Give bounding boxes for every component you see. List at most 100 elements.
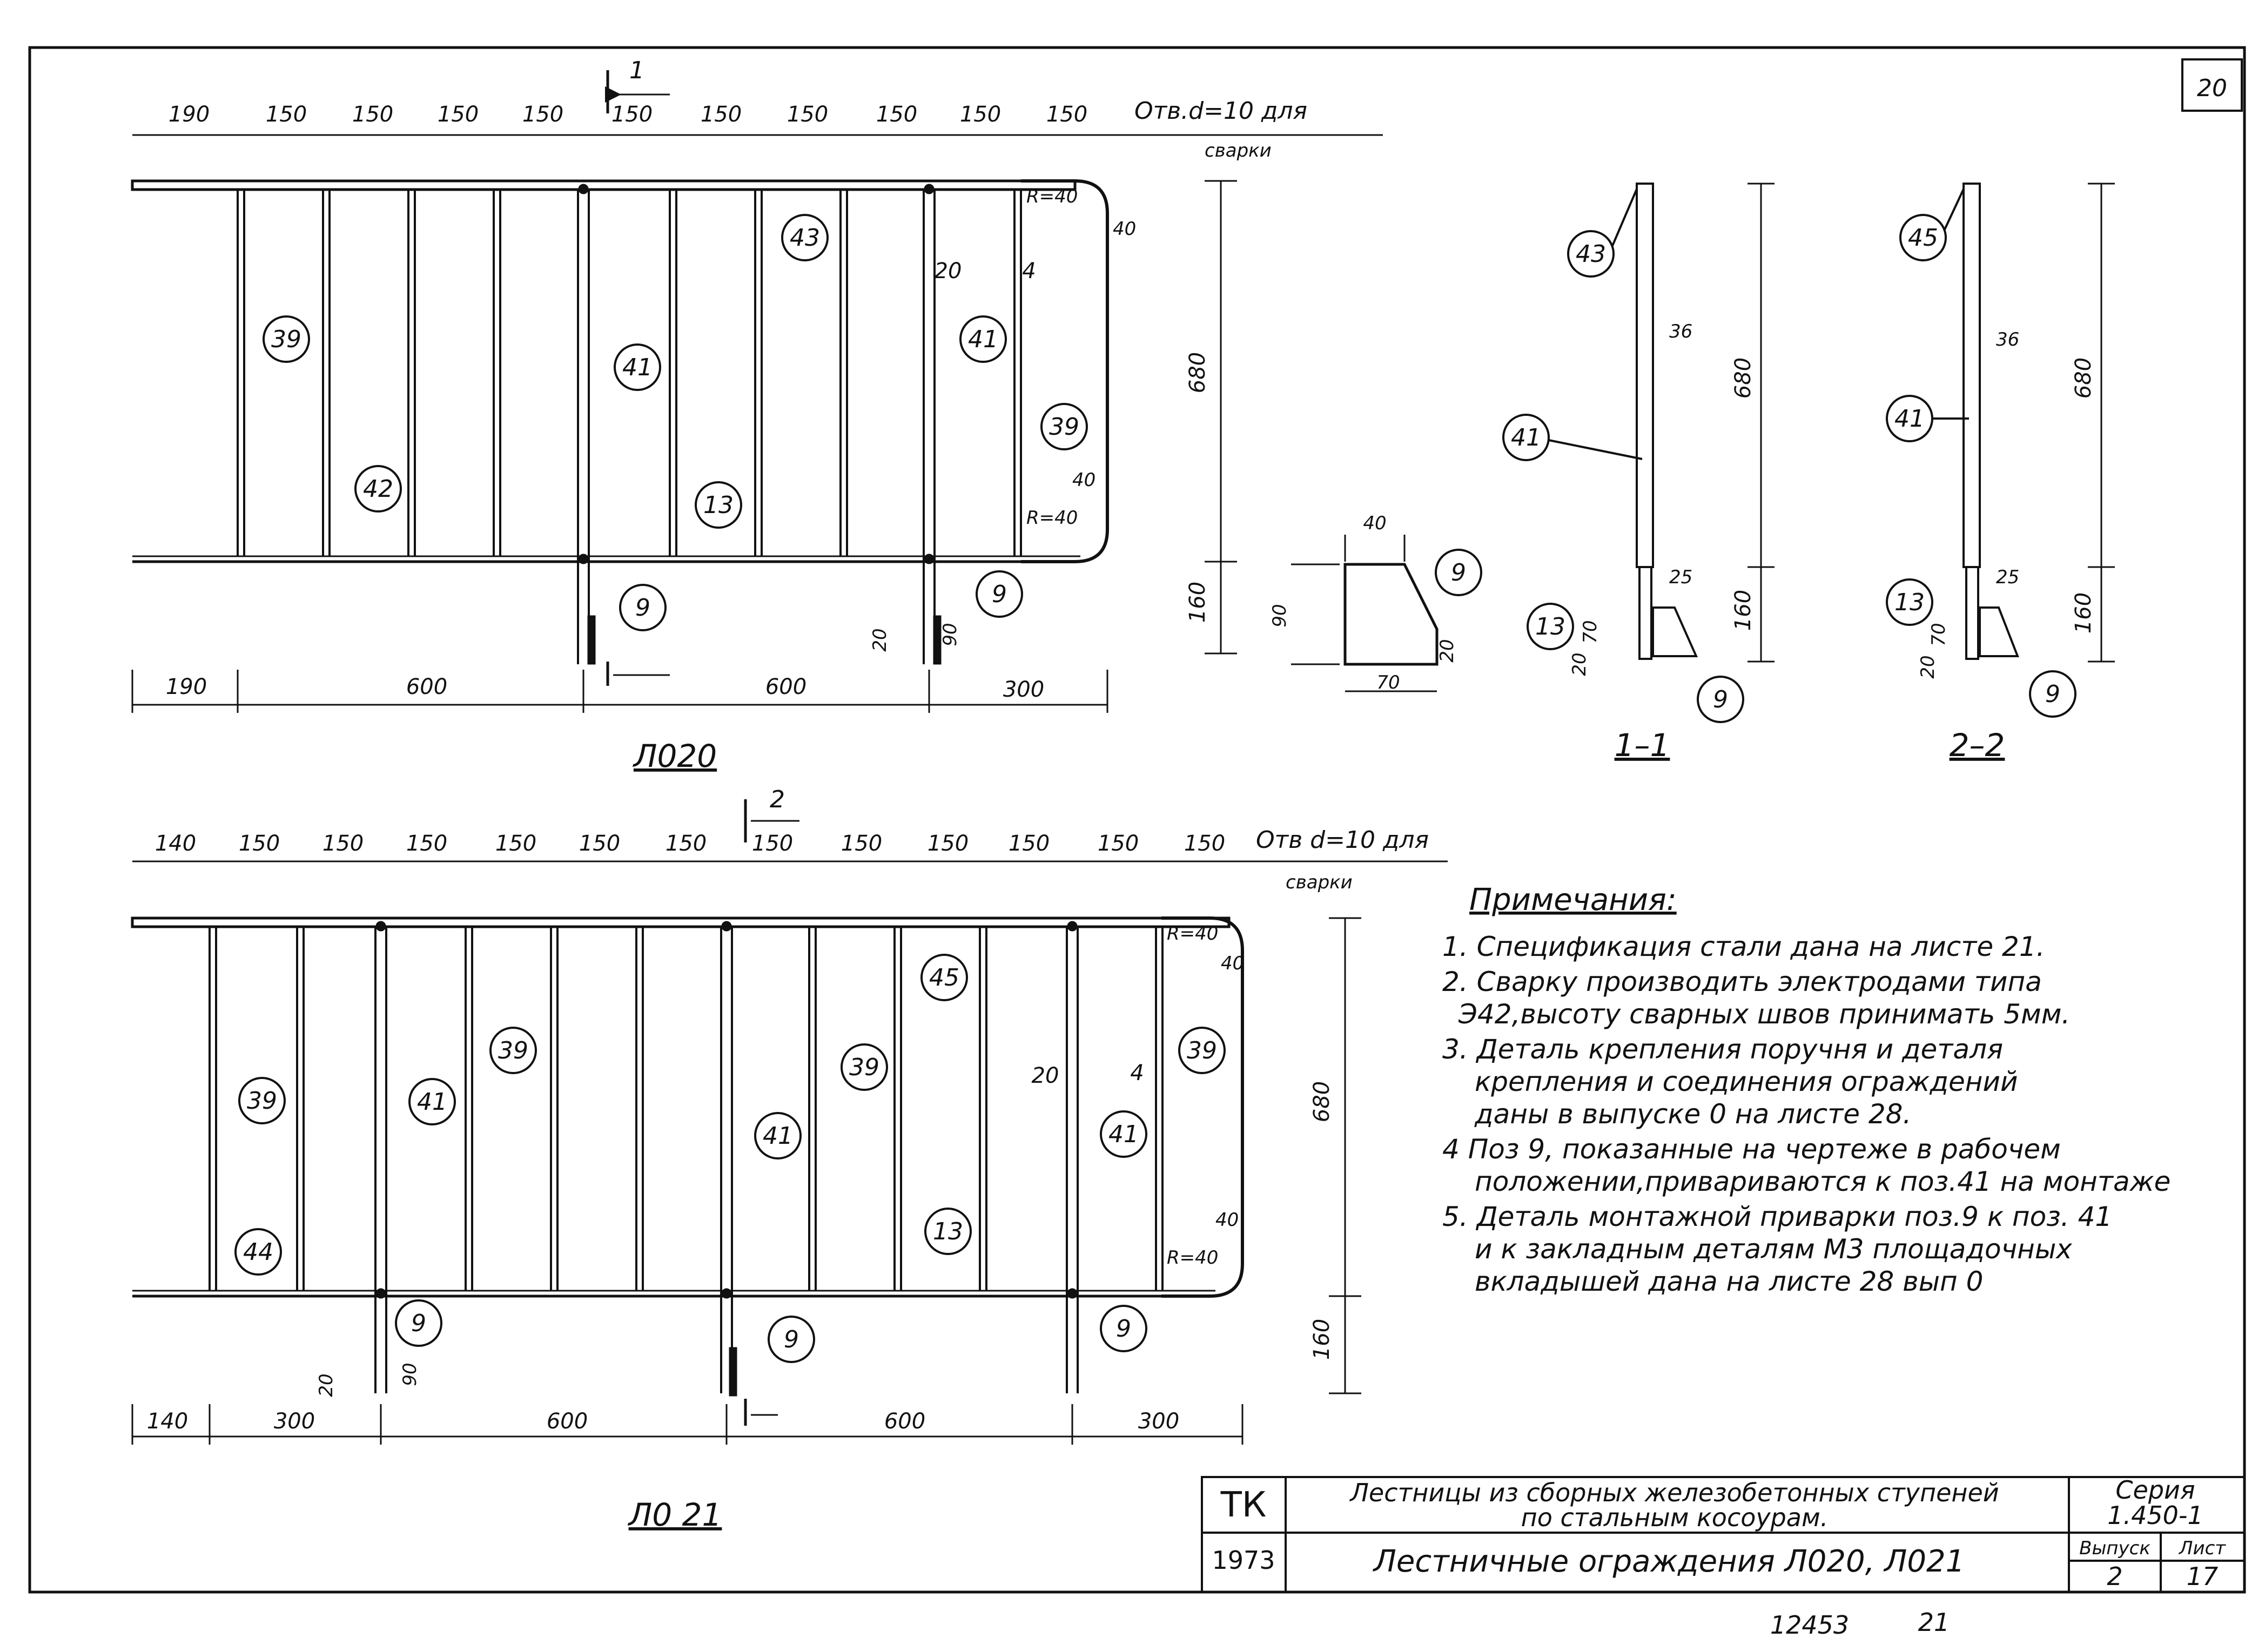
- l021-bottom-dim: 300: [274, 1409, 315, 1434]
- callout-39: 39: [271, 326, 301, 353]
- detail-9-dim: 40: [1363, 513, 1386, 534]
- tb-series-label: Серия: [2115, 1475, 2195, 1505]
- l021-dim: 150: [239, 831, 280, 856]
- callout-13: 13: [703, 491, 734, 519]
- l020-bottom-dim: 300: [1003, 677, 1044, 702]
- l020-section-mark: 1: [629, 57, 644, 84]
- l020-dim: 150: [876, 102, 917, 127]
- detail-9: [1291, 535, 1482, 692]
- tb-subtitle: Лестничные ограждения Л020, Л021: [1373, 1544, 1965, 1579]
- callout-13: 13: [933, 1218, 963, 1245]
- l021-dim: 150: [752, 831, 793, 856]
- l021-other-dims: 680 160 140 300 600 600 300 20 4 R=40 40…: [147, 923, 1334, 1434]
- sheet-frame: [28, 46, 2246, 1594]
- section-2-dim: 70: [1928, 623, 1950, 646]
- callout-9: 9: [992, 581, 1007, 608]
- l020-bottom-dim: 600: [765, 675, 806, 699]
- section-1-dim: 25: [1669, 567, 1692, 588]
- callout-13: 13: [1535, 613, 1565, 640]
- section-2-dim: 160: [2071, 592, 2096, 633]
- l020-rail-end: [1021, 179, 1109, 563]
- l021-plate-dim: 90: [399, 1363, 421, 1386]
- l020-hole-note-2: сварки: [1205, 140, 1272, 161]
- l021-dim: 150: [322, 831, 364, 856]
- l020-balusters: [237, 190, 1022, 664]
- note-line: 4 Поз 9, показанные на чертеже в рабочем: [1442, 1134, 2061, 1165]
- callout-41: 41: [1894, 405, 1925, 433]
- callout-45: 45: [1908, 224, 1938, 252]
- l021-bottom-dim: 600: [884, 1409, 925, 1434]
- l020-dim: 150: [266, 102, 307, 127]
- l020-dim: 150: [960, 102, 1001, 127]
- l021-hole-note-2: сварки: [1286, 872, 1353, 893]
- l020-top-rail: [131, 179, 1077, 191]
- l020-dim: 150: [522, 102, 563, 127]
- section-2-dim: 680: [2071, 358, 2096, 399]
- callout-39: 39: [849, 1054, 879, 1081]
- section-1-dim: 36: [1669, 321, 1692, 342]
- l020-bottom-dim: 600: [406, 675, 447, 699]
- callout-9: 9: [1451, 559, 1466, 586]
- l021-radius-dim: R=40: [1167, 1247, 1218, 1269]
- callout-41: 41: [622, 354, 653, 381]
- section-2-title: 2–2: [1950, 727, 2005, 764]
- l021-section-mark: 2: [770, 786, 785, 813]
- notes-block: Примечания: 1. Спецификация стали дана н…: [1442, 882, 2170, 1297]
- section-2-dim: 36: [1996, 329, 2019, 350]
- tb-issue-label: Выпуск: [2079, 1538, 2150, 1559]
- section-2-2-labels: 45 41 13 9 36 680 25 160 70 20 2–2: [1894, 224, 2096, 764]
- l021-dim: 150: [495, 831, 536, 856]
- callout-9: 9: [1713, 686, 1728, 713]
- l020-gap-dim: 4: [1022, 259, 1036, 284]
- callout-39: 39: [1187, 1037, 1217, 1064]
- l021-balusters: [209, 927, 1164, 1393]
- l020-plate-dim: 20: [869, 628, 891, 651]
- l021-gap-dim: 20: [1032, 1063, 1059, 1088]
- l021-dim: 150: [406, 831, 447, 856]
- note-line: 5. Деталь монтажной приварки поз.9 к поз…: [1442, 1201, 2112, 1232]
- callout-39: 39: [498, 1037, 528, 1064]
- l021-plate-dim: 20: [315, 1373, 337, 1397]
- l021-dim: 150: [841, 831, 882, 856]
- drawing-l021: [131, 799, 1448, 1445]
- title-block: [1201, 1476, 2246, 1593]
- l021-gap-dim: 4: [1130, 1061, 1144, 1085]
- section-1-1: [1502, 183, 1775, 723]
- section-2-dim: 20: [1917, 655, 1939, 678]
- l021-dim: 150: [927, 831, 969, 856]
- note-line: вкладышей дана на листе 28 вып 0: [1475, 1266, 1983, 1297]
- l020-radius-dim: R=40: [1026, 186, 1078, 207]
- l021-offset-dim: 40: [1215, 1209, 1239, 1231]
- callout-41: 41: [968, 326, 998, 353]
- l021-offset-dim: 40: [1221, 953, 1244, 974]
- corner-box: [2181, 58, 2243, 112]
- l021-hole-note: Отв d=10 для: [1256, 826, 1429, 854]
- l020-other-dims: 680 160 190 600 600 300 20 4 R=40 40 R=4…: [166, 186, 1210, 702]
- l021-height-dim: 160: [1309, 1319, 1334, 1360]
- callout-45: 45: [929, 964, 959, 992]
- note-line: 1. Спецификация стали дана на листе 21.: [1442, 931, 2045, 962]
- callout-9: 9: [784, 1326, 799, 1353]
- l021-bottom-dim: 600: [547, 1409, 588, 1434]
- l020-gap-dim: 20: [935, 259, 962, 284]
- l021-top-rail: [131, 916, 1231, 928]
- l020-hole-note: Отв.d=10 для: [1134, 97, 1307, 125]
- section-1-title: 1–1: [1615, 727, 1670, 764]
- callout-44: 44: [243, 1238, 273, 1266]
- note-line: 2. Сварку производить электродами типа: [1442, 966, 2042, 997]
- tb-main-title-2: по стальным косоурам.: [1521, 1503, 1829, 1532]
- l020-title: Л020: [633, 738, 717, 774]
- tb-main-title: Лестницы из сборных железобетонных ступе…: [1349, 1478, 1999, 1507]
- callout-41: 41: [1511, 424, 1541, 451]
- callout-9: 9: [1116, 1315, 1131, 1343]
- l020-callout-labels: 39 42 41 43 13 41 39 9 9: [271, 224, 1079, 622]
- l020-dim: 190: [169, 102, 210, 127]
- note-line: 3. Деталь крепления поручня и деталя: [1442, 1034, 2003, 1065]
- callout-9: 9: [2045, 680, 2060, 708]
- callout-41: 41: [1108, 1121, 1139, 1148]
- l020-plate-dim: 90: [939, 623, 961, 646]
- detail-9-dim: 20: [1436, 639, 1458, 662]
- l020-dim: 150: [352, 102, 393, 127]
- l020-offset-dim: 40: [1113, 218, 1136, 240]
- callout-42: 42: [363, 475, 393, 503]
